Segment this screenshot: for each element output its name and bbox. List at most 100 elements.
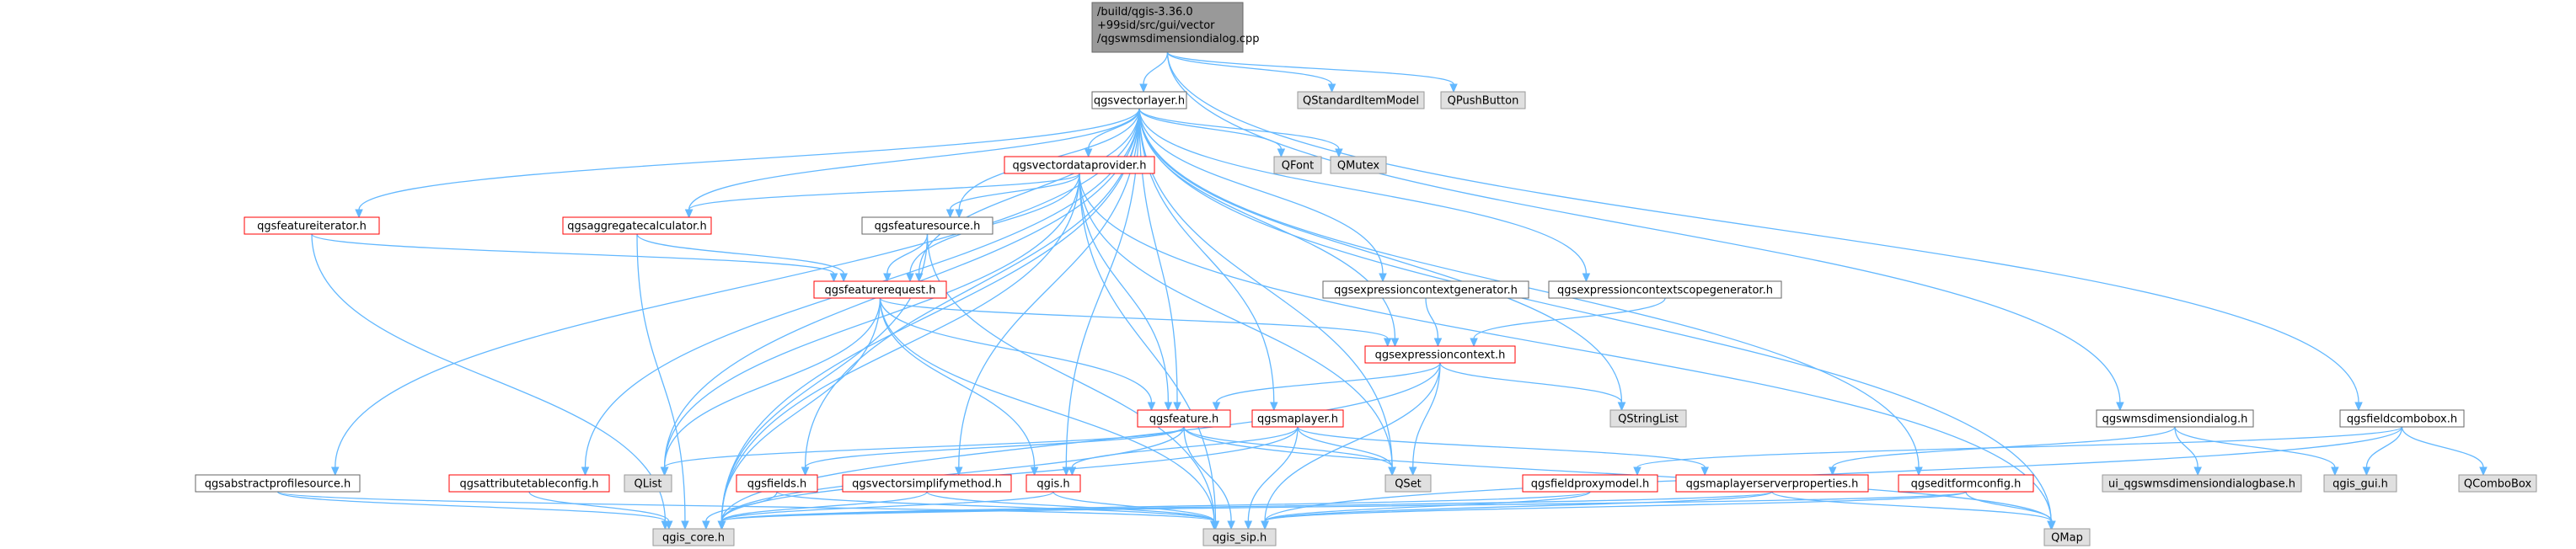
- edge-qgsvectordataprovider_h-to-qmap: [1079, 173, 2052, 522]
- edge-arrowhead-qgsattributetableconfig_h-to-qgis_core_h: [664, 520, 673, 530]
- edge-qgsfeaturerequest_h-to-qgis_h: [879, 297, 1036, 468]
- node-qgsexpressioncontextgenerator-h[interactable]: qgsexpressioncontextgenerator.h: [1322, 280, 1529, 299]
- node-label: QFont: [1282, 160, 1315, 173]
- edge-arrowhead-qgseditformconfig_h-to-qgis_core_h: [717, 520, 726, 530]
- node-label: qgsexpressioncontextgenerator.h: [1334, 285, 1518, 297]
- node-qgsfields-h[interactable]: qgsfields.h: [736, 474, 818, 493]
- node-label: qgsvectorlayer.h: [1094, 95, 1185, 108]
- node-box: [2096, 409, 2254, 428]
- edge-arrowhead-root-to-qgsvectorlayer_h: [1139, 83, 1148, 93]
- node-qgsabstractprofilesource-h[interactable]: qgsabstractprofilesource.h: [195, 474, 361, 493]
- edge-qgsabstractprofilesource_h-to-qgis_core_h: [276, 491, 667, 522]
- edge-qgsfieldcombobox_h-to-qgsfieldproxymodel_h: [1636, 426, 2403, 468]
- node-root[interactable]: /build/qgis-3.36.0+99sid/src/gui/vector/…: [1091, 2, 1260, 53]
- edge-arrowhead-qgis_h-to-qgis_sip_h: [1210, 520, 1218, 530]
- edge-qgsmaplayerserverproperties_h-to-qmap: [1771, 491, 2052, 522]
- edge-qgsvectordataprovider_h-to-qgsfeature_h: [1079, 173, 1170, 403]
- edge-arrowhead-qgsfeaturesource_h-to-qgsfeaturerequest_h: [883, 273, 892, 283]
- node-box: [861, 216, 993, 235]
- node-qgsfeaturerequest-h[interactable]: qgsfeaturerequest.h: [813, 280, 947, 299]
- node-label: qgsaggregatecalculator.h: [567, 221, 706, 233]
- node-qgsvectorsimplifymethod-h[interactable]: qgsvectorsimplifymethod.h: [842, 474, 1012, 493]
- node-label: qgsfeatureiterator.h: [257, 221, 367, 233]
- node-qgseditformconfig-h[interactable]: qgseditformconfig.h: [1898, 474, 2034, 493]
- edge-qgsfeature_h-to-qgis_core_h: [720, 426, 1185, 522]
- node-qset: QSet: [1384, 474, 1432, 493]
- edge-arrowhead-qgsvectorlayer_h-to-qgsexpressioncontextscopegenerator_h: [1582, 273, 1591, 283]
- node-qgsfieldproxymodel-h[interactable]: qgsfieldproxymodel.h: [1522, 474, 1658, 493]
- node-qgsexpressioncontextscopegenerator-h[interactable]: qgsexpressioncontextscopegenerator.h: [1548, 280, 1782, 299]
- edge-qgsfieldproxymodel_h-to-qgis_core_h: [720, 491, 1591, 522]
- header-nodes: /build/qgis-3.36.0+99sid/src/gui/vector/…: [195, 2, 2537, 546]
- edge-qgsmaplayer_h-to-qset: [1297, 426, 1393, 468]
- edge-qgsaggregatecalculator_h-to-qgis_core_h: [636, 233, 686, 522]
- edge-qgsfeaturerequest_h-to-qgis_sip_h: [879, 297, 1215, 522]
- node-qgis-h[interactable]: qgis.h: [1026, 474, 1081, 493]
- node-qgsvectorlayer-h[interactable]: qgsvectorlayer.h: [1091, 91, 1187, 109]
- edge-qgsvectorlayer_h-to-qgis_core_h: [720, 108, 1140, 522]
- edge-qgsfieldcombobox_h-to-qcombobox: [2401, 426, 2484, 468]
- node-qgsaggregatecalculator-h[interactable]: qgsaggregatecalculator.h: [562, 216, 712, 235]
- edge-arrowhead-qgsexpressioncontext_h-to-qset: [1408, 466, 1417, 477]
- edge-arrowhead-qgsfieldcombobox_h-to-qgsfieldproxymodel_h: [1633, 466, 1641, 477]
- node-qgsattributetableconfig-h[interactable]: qgsattributetableconfig.h: [448, 474, 610, 493]
- node-label: QMutex: [1337, 160, 1380, 173]
- edge-arrowhead-qgsfields_h-to-qgis_core_h: [702, 520, 710, 530]
- node-label: qgsfieldcombobox.h: [2347, 413, 2457, 426]
- node-label: QComboBox: [2464, 478, 2532, 491]
- edge-qgsfeaturesource_h-to-qgsfeaturerequest_h: [886, 233, 929, 274]
- node-label: QPushButton: [1448, 95, 1519, 108]
- node-box: [1440, 91, 1526, 109]
- edge-arrowhead-qgsvectorlayer_h-to-qgsfeatureiterator_h: [355, 209, 363, 219]
- edge-arrowhead-qgsaggregatecalculator_h-to-qgis_core_h: [681, 520, 689, 530]
- edge-arrowhead-qgsmaplayer_h-to-qgis_sip_h: [1244, 520, 1253, 530]
- node-label: qgsfields.h: [747, 478, 806, 491]
- node-qgsmaplayerserverproperties-h[interactable]: qgsmaplayerserverproperties.h: [1675, 474, 1869, 493]
- edge-qgsfieldproxymodel_h-to-qgis_sip_h: [1264, 491, 1591, 522]
- node-label: qgsmaplayer.h: [1257, 413, 1338, 426]
- node-qgsfeatureiterator-h[interactable]: qgsfeatureiterator.h: [244, 216, 380, 235]
- node-box: [1273, 156, 1322, 174]
- node-qgsexpressioncontext-h[interactable]: qgsexpressioncontext.h: [1364, 345, 1516, 364]
- node-qgsfeature-h[interactable]: qgsfeature.h: [1137, 409, 1231, 428]
- edge-arrowhead-qgsfieldcombobox_h-to-qgis_gui_h: [2362, 466, 2371, 477]
- node-box: [448, 474, 610, 493]
- edge-qgsfeature_h-to-qset: [1183, 426, 1393, 468]
- node-label: qgsvectordataprovider.h: [1013, 160, 1147, 173]
- edge-arrowhead-qgseditformconfig_h-to-qgis_sip_h: [1261, 520, 1269, 530]
- edge-qgsvectorlayer_h-to-qmutex: [1138, 108, 1340, 150]
- node-label: qgsexpressioncontextscopegenerator.h: [1557, 285, 1773, 297]
- node-label: qgsfeature.h: [1149, 413, 1219, 426]
- node-qgsfeaturesource-h[interactable]: qgsfeaturesource.h: [861, 216, 993, 235]
- edge-qgsmaplayer_h-to-qgis_h: [1071, 426, 1299, 468]
- node-label: qgsfieldproxymodel.h: [1531, 478, 1649, 491]
- node-label: QList: [635, 478, 662, 491]
- node-box: [562, 216, 712, 235]
- edge-qgsfeatureiterator_h-to-qgsfeaturerequest_h: [311, 233, 835, 274]
- node-qgsvectordataprovider-h[interactable]: qgsvectordataprovider.h: [1004, 156, 1155, 174]
- node-label: qgsmaplayerserverproperties.h: [1686, 478, 1859, 491]
- edge-qgsvectorlayer_h-to-qset: [1138, 108, 1393, 468]
- edge-qgsvectorsimplifymethod_h-to-qgis_sip_h: [926, 491, 1215, 522]
- node-box: [1675, 474, 1869, 493]
- edge-qgsexpressioncontext_h-to-qgis_sip_h: [1264, 362, 1441, 522]
- edge-arrowhead-qgsexpressioncontextscopegenerator_h-to-qgsexpressioncontext_h: [1470, 338, 1478, 348]
- edge-qgsvectorlayer_h-to-qgsexpressioncontext_h: [1138, 108, 1396, 339]
- node-box: [736, 474, 818, 493]
- edge-qgsfeatureiterator_h-to-qgis_core_h: [311, 233, 667, 522]
- node-box: [1297, 91, 1425, 109]
- node-box: [195, 474, 361, 493]
- edge-qgsfeature_h-to-qlist: [663, 426, 1185, 468]
- node-label: qgis_core.h: [662, 532, 725, 545]
- node-box: [1091, 91, 1187, 109]
- node-box: [813, 280, 947, 299]
- node-qlist: QList: [624, 474, 672, 493]
- edge-arrowhead-qgsvectorlayer_h-to-qgis_h: [1062, 466, 1071, 477]
- edge-qgsexpressioncontext_h-to-qset: [1412, 362, 1441, 468]
- edge-arrowhead-root-to-qgswmsdimensiondialog_h: [2116, 402, 2124, 412]
- node-qgsmaplayer-h[interactable]: qgsmaplayer.h: [1251, 409, 1344, 428]
- node-label: QMap: [2051, 532, 2083, 545]
- node-qgsfieldcombobox-h[interactable]: qgsfieldcombobox.h: [2339, 409, 2465, 428]
- node-qgswmsdimensiondialog-h[interactable]: qgswmsdimensiondialog.h: [2096, 409, 2254, 428]
- edge-qgsabstractprofilesource_h-to-qgis_sip_h: [276, 491, 1215, 522]
